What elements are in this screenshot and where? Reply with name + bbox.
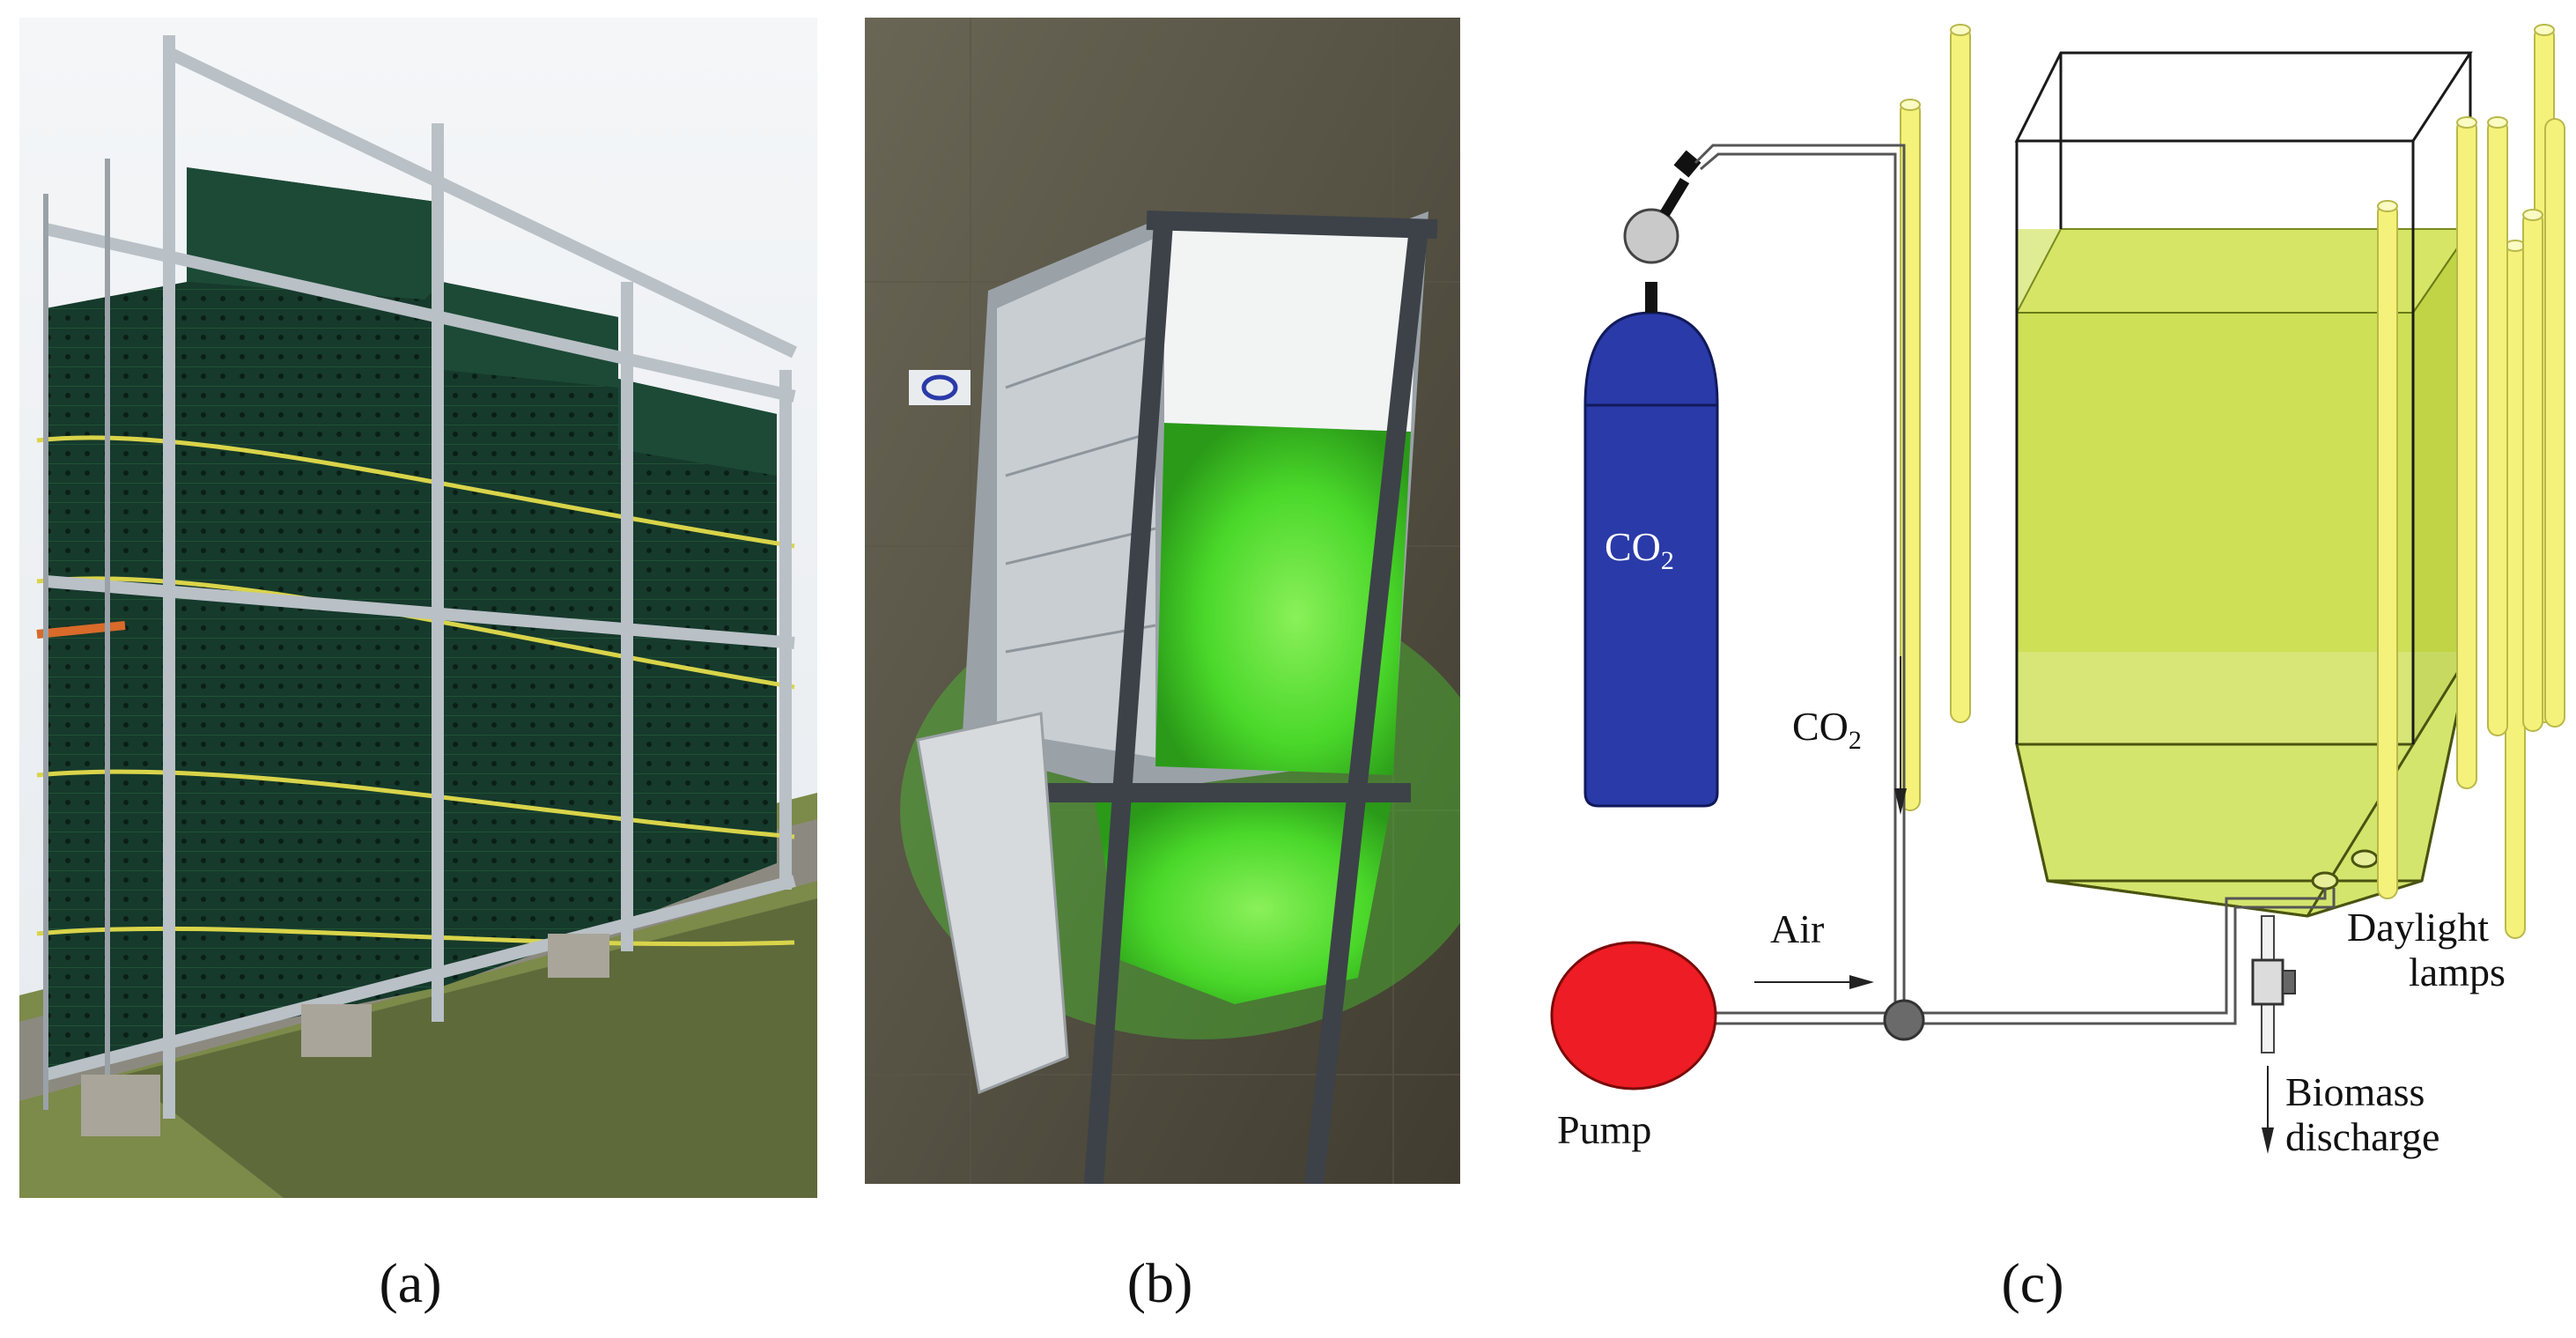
lamp-tube <box>2522 209 2543 732</box>
lamp-tube <box>2377 200 2398 899</box>
photo-outdoor-panel-reactor <box>19 18 817 1198</box>
lamp-tube <box>2456 116 2477 789</box>
steel-frame <box>44 35 798 1119</box>
lamp-tube <box>2544 118 2565 728</box>
caption-c: (c) <box>2001 1252 2064 1314</box>
discharge-valve <box>2251 915 2296 1053</box>
lamp-tube <box>2487 116 2508 736</box>
caption-b: (b) <box>1126 1252 1193 1314</box>
schematic-diagram <box>1550 24 2565 1154</box>
pump-label: Pump <box>1557 1107 1652 1152</box>
co2-flow-arrow <box>1894 656 1907 815</box>
photo-indoor-reactor <box>865 18 1460 1184</box>
air-flow-arrow <box>1754 975 1874 989</box>
lamp-tube <box>2505 240 2526 939</box>
piping <box>1694 144 2336 1025</box>
biomass-discharge-arrow <box>2262 1066 2274 1154</box>
reactor-vessel <box>2014 51 2473 918</box>
daylight-lamps-label: Daylight lamps <box>2347 905 2506 994</box>
pump-icon <box>1550 941 1717 1090</box>
biomass-discharge-label: Biomass discharge <box>2285 1069 2440 1159</box>
co2-cylinder-label: CO2 <box>1605 524 1674 576</box>
reactor-frame <box>997 211 1438 1184</box>
caption-a: (a) <box>379 1252 442 1314</box>
co2-line-label: CO2 <box>1792 704 1862 756</box>
co2-cylinder <box>1583 150 1719 808</box>
lamp-tube <box>1950 24 1971 723</box>
mixing-junction <box>1883 999 1925 1041</box>
regulator-gauge <box>1623 208 1679 264</box>
air-label: Air <box>1770 906 1825 951</box>
